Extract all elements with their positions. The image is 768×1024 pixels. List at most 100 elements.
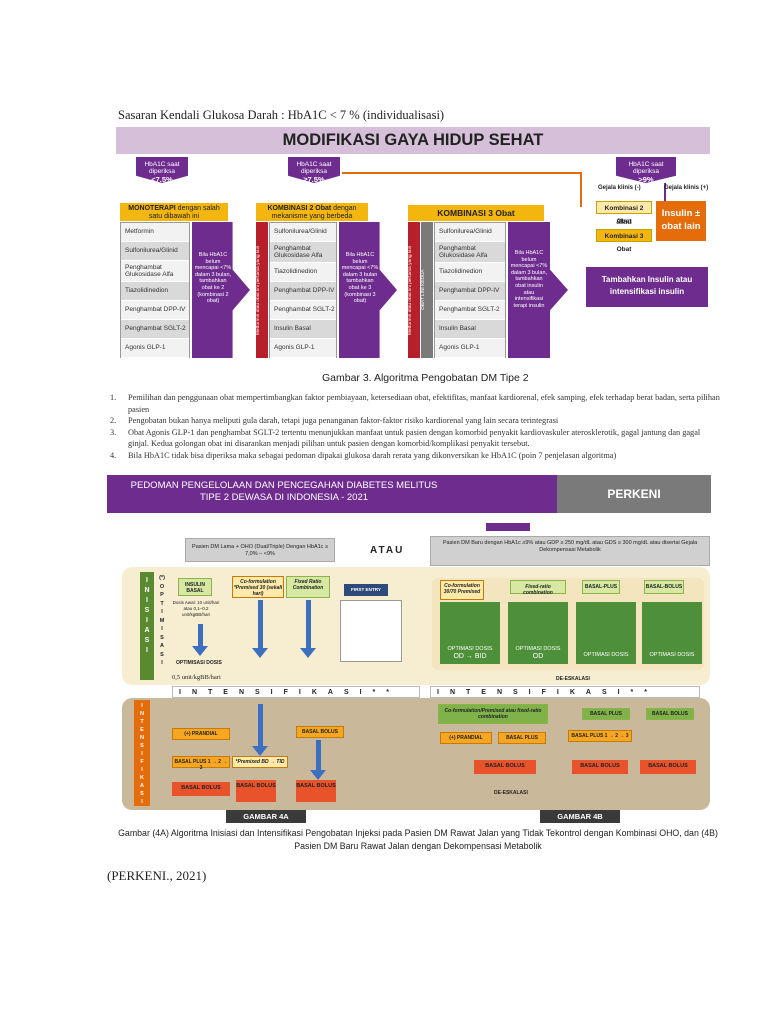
blue-arrow <box>316 740 321 772</box>
side-letter: I <box>141 751 143 757</box>
drug-item: Agonis GLP-1 <box>121 339 189 358</box>
kombinasi3-header: KOMBINASI 3 Obat <box>408 205 544 221</box>
side-letter: N <box>140 711 144 717</box>
banner-title: PEDOMAN PENGELOLAAN DAN PENCEGAHAN DIABE… <box>130 480 438 503</box>
basal-bolus-box: BASAL BOLUS <box>572 760 628 774</box>
drug-item: Penghambat DPP-IV <box>270 282 336 301</box>
fixed-ratio-box: Fixed Ratio Combination <box>286 576 330 598</box>
side-letter: M <box>159 617 165 624</box>
optimasi-od-bid-box: OPTIMASI DOSIS OD → BID <box>440 602 500 664</box>
chevron-line1: HbA1C saat diperiksa <box>144 161 180 175</box>
blue-arrow-head <box>310 770 326 780</box>
blue-arrow <box>198 624 203 646</box>
chevron-line2: <7.5% <box>151 175 173 184</box>
side-letter: I <box>141 703 143 709</box>
kombinasi2-arrow: Bila HbA1C belum mencapai <7% dalam 3 bu… <box>339 222 397 358</box>
gejala-positif: Gejala klinis (+) <box>664 185 709 191</box>
kombinasi2-head-bold: KOMBINASI 2 Obat <box>267 205 332 212</box>
perkeni-logo: PERKENI <box>557 475 711 513</box>
chevron-line1: HbA1C saat diperiksa <box>296 161 332 175</box>
note-item: 1.Pemilihan dan penggunaan obat memperti… <box>110 392 720 415</box>
od-label: OD <box>532 652 544 660</box>
note-item: 2.Pengobatan bukan hanya meliputi gula d… <box>110 415 720 427</box>
de-eskalasi-label: DE-ESKALASI <box>556 676 590 682</box>
drug-item: Sulfonilurea/Glinid <box>435 223 505 242</box>
drug-item: Insulin Basal <box>270 320 336 339</box>
drug-item: Sulfonilurea/Glinid <box>270 223 336 242</box>
first-entry-detail <box>340 600 402 662</box>
pasien-baru-box: Pasien DM Baru dengan HbA1c ≥9% atau GDP… <box>430 536 710 566</box>
note-number: 4. <box>110 450 117 460</box>
basal-plus-box: BASAL-PLUS <box>582 580 620 594</box>
dose-value: 0,5 unit/kgBB/hari <box>172 674 221 681</box>
basal-bolus-box: BASAL BOLUS <box>172 782 230 796</box>
drug-item: Penghambat SGLT-2 <box>270 301 336 320</box>
basal-plus-top-box: BASAL PLUS <box>582 708 630 720</box>
side-letter: I <box>161 626 163 632</box>
figure-3-algorithm: MODIFIKASI GAYA HIDUP SEHAT HbA1C saat d… <box>116 127 710 363</box>
note-number: 3. <box>110 427 117 437</box>
side-letter: I <box>146 577 148 584</box>
kombinasi3-arrow: Bila HbA1C belum mencapai <7% dalam 3 bu… <box>508 222 568 358</box>
co-formulation-box: Co-formulation 30/70 Premixed <box>440 580 484 600</box>
de-eskalasi-label: DE-ESKALASI <box>494 790 528 796</box>
side-letter: I <box>141 799 143 805</box>
basal-plus-123-box: BASAL PLUS 1 → 2 → 3 <box>172 756 230 771</box>
side-letter: F <box>140 759 144 765</box>
basal-bolus-top-box: BASAL BOLUS <box>646 708 694 720</box>
guideline-banner: PEDOMAN PENGELOLAAN DAN PENCEGAHAN DIABE… <box>107 475 711 513</box>
side-letter: I <box>161 609 163 615</box>
connector-line <box>342 172 582 174</box>
optimasi-label: OPTIMASI DOSIS <box>515 646 561 652</box>
gambar-4b-label: GAMBAR 4B <box>540 810 620 823</box>
note-number: 2. <box>110 416 117 425</box>
pasien-lama-box: Pasien DM Lama + OHO (Dual/Triple) Denga… <box>185 538 335 562</box>
gejala-negatif: Gejala klinis (-) <box>598 185 641 191</box>
side-letter: S <box>160 651 164 658</box>
sasaran-text: Sasaran Kendali Glukosa Darah : HbA1C < … <box>118 108 445 122</box>
monoterapi-header: MONOTERAPI dengan salah satu dibawah ini <box>120 203 228 221</box>
first-entry-box: FIRST ENTRY SCHEME <box>344 584 388 604</box>
drug-item: Tiazolidinedion <box>121 282 189 301</box>
co-formulation-box: Co-formulation *Premixed 30 (sekali hari… <box>232 576 284 598</box>
drug-item: Penghambat Glukosidase Alfa <box>270 242 336 263</box>
side-letter: O <box>159 583 165 590</box>
basal-plus-box: BASAL PLUS <box>498 732 546 744</box>
kombinasi2-header: KOMBINASI 2 Obat dengan mekanisme yang b… <box>256 203 368 221</box>
optimisasi-side-label: (*) O P T I M I S A S I <box>157 574 167 668</box>
atau-label: atau <box>616 217 632 226</box>
note-item: 4.Bila HbA1C tidak bisa diperiksa maka s… <box>110 450 720 462</box>
drug-item: Penghambat SGLT-2 <box>435 301 505 320</box>
side-letter: I <box>146 617 148 624</box>
chevron-line2: ≥7.5% <box>303 175 325 184</box>
optimasi-basal-plus-box: OPTIMASI DOSIS <box>576 602 636 664</box>
drug-item: Tiazolidinedion <box>270 263 336 282</box>
kombinasi2-head-rest: dengan mekanisme yang berbeda <box>271 205 357 220</box>
basal-bolus-box: BASAL BOLUS <box>640 760 696 774</box>
monoterapi-drug-list: Metformin Sulfonilurea/Glinid Penghambat… <box>120 222 190 358</box>
optimasi-od-box: OPTIMASI DOSIS OD <box>508 602 568 664</box>
kombinasi2-drug-list: Sulfonilurea/Glinid Penghambat Glukosida… <box>269 222 337 358</box>
note-item: 3.Obat Agonis GLP-1 dan penghambat SGLT-… <box>110 427 720 450</box>
chevron-line1: HbA1C saat diperiksa <box>628 161 664 175</box>
side-letter: T <box>140 719 144 725</box>
kombinasi-3-obat-box: Kombinasi 3 Obat <box>596 229 652 253</box>
basal-bolus-box: BASAL BOLUS <box>296 780 336 802</box>
figure-3-title: MODIFIKASI GAYA HIDUP SEHAT <box>116 127 710 154</box>
chevron-hba1c-low: HbA1C saat diperiksa <7.5% <box>136 157 188 183</box>
basal-bolus-box: BASAL-BOLUS <box>644 580 684 594</box>
side-letter: S <box>160 634 164 641</box>
side-letter: A <box>160 643 164 649</box>
drug-item: Penghambat Glukosidase Alfa <box>121 261 189 282</box>
drug-item: Penghambat DPP-IV <box>435 282 505 301</box>
citation: (PERKENI., 2021) <box>107 868 207 883</box>
kombinasi3-side-bar-1: Metformin atau obat lini pertama yang la… <box>408 222 420 358</box>
blue-arrow <box>258 704 263 750</box>
side-letter: (*) <box>159 575 165 581</box>
premixed-box: *Premixed BD → TID <box>232 756 288 768</box>
connector-line <box>580 172 582 207</box>
gambar-4a-label: GAMBAR 4A <box>226 810 306 823</box>
chevron-hba1c-high: HbA1C saat diperiksa >9% <box>616 157 676 183</box>
side-letter: I <box>146 597 148 604</box>
side-letter: S <box>144 607 150 614</box>
